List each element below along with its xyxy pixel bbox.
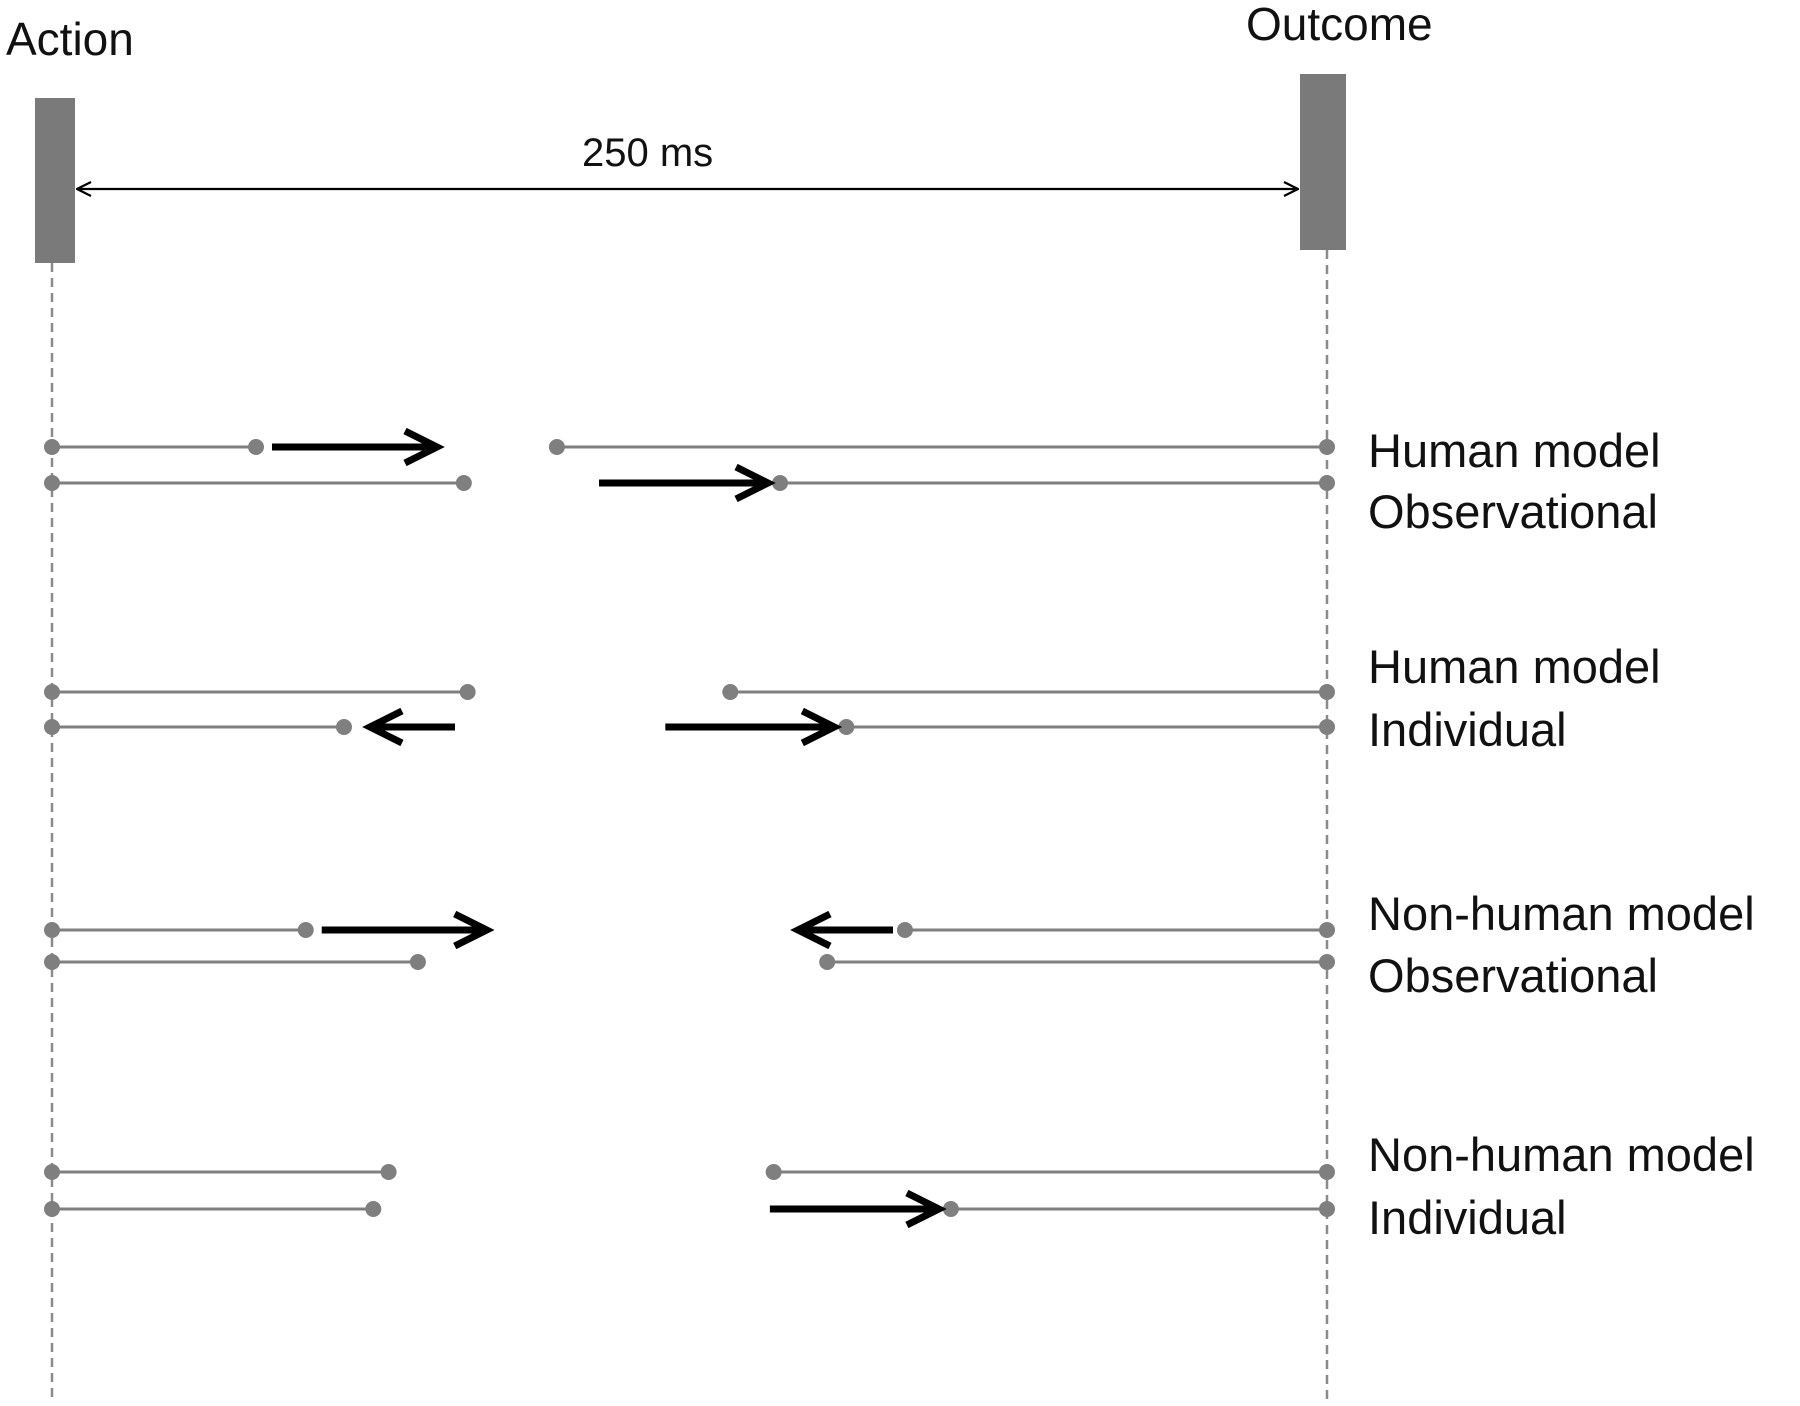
action-end-dot [297,922,314,938]
outcome-end-dot [1319,954,1335,970]
action-label: Action [6,13,134,65]
shift-right-arrow [769,1189,947,1229]
shift-right-arrow [599,463,776,503]
action-end-dot [365,1201,382,1217]
action-end-dot [455,475,472,491]
outcome-start-dot [838,719,855,735]
action-end-dot [380,1164,397,1180]
outcome-event-bar [1300,74,1346,250]
condition-1-line2: Observational [1368,485,1658,538]
outcome-end-dot [1319,1164,1335,1180]
action-end-dot [335,719,352,735]
condition-4-line1: Non-human model [1368,1128,1755,1181]
outcome-end-dot [1319,684,1335,700]
outcome-start-dot [819,954,836,970]
outcome-start-dot [765,1164,782,1180]
condition-rows [44,427,1335,1229]
shift-right-arrow [272,427,445,467]
condition-1-line1: Human model [1368,424,1661,477]
outcome-start-dot [772,475,789,491]
outcome-end-dot [1319,439,1335,455]
outcome-end-dot [1319,719,1335,735]
action-start-dot [44,475,60,491]
outcome-start-dot [942,1201,959,1217]
action-start-dot [44,922,60,938]
outcome-end-dot [1319,1201,1335,1217]
interval-label: 250 ms [582,131,713,175]
condition-4-line2: Individual [1368,1191,1567,1244]
action-start-dot [44,1164,60,1180]
action-start-dot [44,684,60,700]
outcome-end-dot [1319,922,1335,938]
action-start-dot [44,954,60,970]
action-event-bar [35,98,75,263]
action-end-dot [459,684,476,700]
shift-right-arrow [321,910,495,950]
condition-2-line2: Individual [1368,703,1567,756]
action-start-dot [44,1201,60,1217]
action-start-dot [44,719,60,735]
shift-right-arrow [665,707,843,747]
outcome-end-dot [1319,475,1335,491]
outcome-start-dot [548,439,565,455]
action-end-dot [409,954,426,970]
shift-left-arrow [362,707,455,747]
outcome-label: Outcome [1246,0,1433,50]
action-end-dot [248,439,264,455]
action-start-dot [44,439,60,455]
condition-3-line1: Non-human model [1368,887,1755,940]
condition-2-line1: Human model [1368,640,1661,693]
outcome-start-dot [722,684,739,700]
shift-left-arrow [790,910,893,950]
condition-3-line2: Observational [1368,949,1658,1002]
outcome-start-dot [896,922,913,938]
